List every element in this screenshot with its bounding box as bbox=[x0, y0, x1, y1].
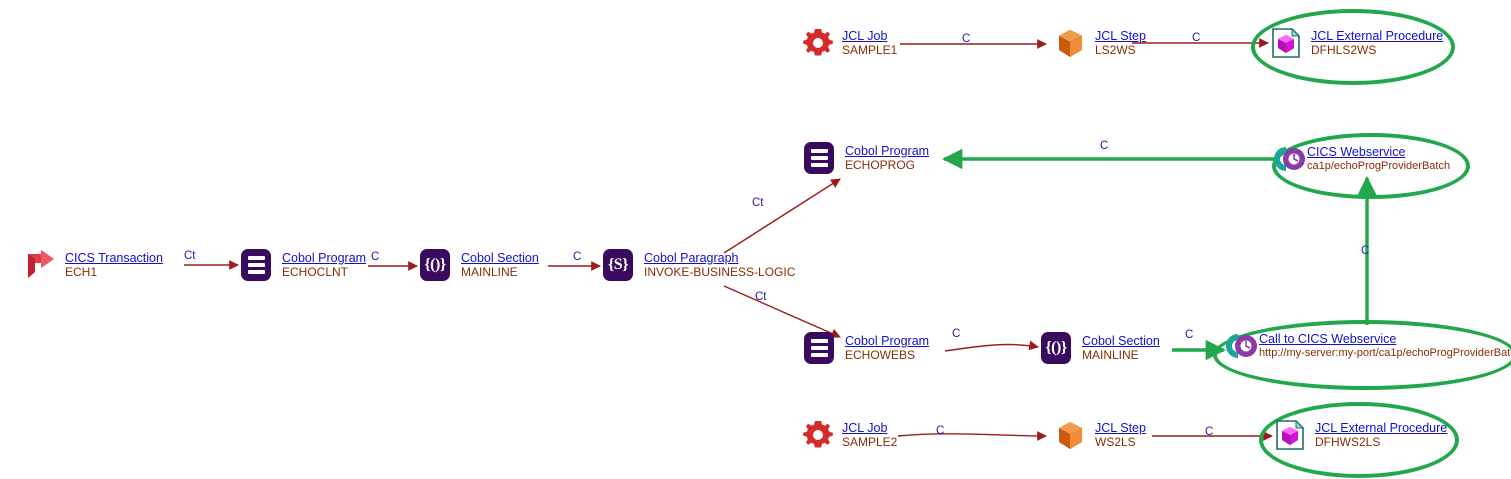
edge-label-webs-sec: C bbox=[952, 328, 961, 340]
edge-label-call-ws: C bbox=[1361, 245, 1370, 257]
node-labels: Cobol Program ECHOPROG bbox=[845, 144, 929, 172]
node-subtitle: ECHOPROG bbox=[845, 157, 916, 172]
node-title[interactable]: CICS Webservice bbox=[1307, 145, 1406, 160]
highlight-ellipse-cicsws bbox=[1272, 133, 1470, 199]
edge-label-sec-para: C bbox=[573, 251, 582, 263]
node-jcl-step-ls2ws[interactable]: JCL Step LS2WS bbox=[1054, 26, 1146, 60]
node-jcl-external-procedure-dfhws2ls[interactable]: JCL External Procedure DFHWS2LS bbox=[1274, 418, 1447, 452]
node-title[interactable]: JCL Step bbox=[1095, 420, 1146, 435]
node-title[interactable]: JCL Step bbox=[1095, 28, 1146, 43]
node-labels: JCL Job SAMPLE2 bbox=[842, 421, 897, 449]
cics-transaction-icon bbox=[24, 248, 58, 282]
jcl-external-procedure-icon bbox=[1274, 418, 1308, 452]
node-labels: Cobol Program ECHOWEBS bbox=[845, 334, 929, 362]
node-cobol-program-echowebs[interactable]: Cobol Program ECHOWEBS bbox=[804, 331, 929, 365]
node-subtitle: ECH1 bbox=[65, 264, 98, 279]
edge-jcljob2-to-jclstep2 bbox=[897, 431, 1047, 441]
node-labels: CICS Transaction ECH1 bbox=[65, 251, 163, 279]
node-title[interactable]: Cobol Paragraph bbox=[644, 250, 739, 265]
node-labels: JCL External Procedure DFHWS2LS bbox=[1315, 421, 1447, 449]
node-title[interactable]: Cobol Section bbox=[1082, 333, 1160, 348]
edge-label-step1-proc1: C bbox=[1192, 32, 1201, 44]
node-title[interactable]: Cobol Program bbox=[845, 143, 930, 158]
node-labels: Call to CICS Webservice http://my-server… bbox=[1259, 332, 1511, 359]
node-title[interactable]: JCL Job bbox=[842, 420, 888, 435]
node-title[interactable]: CICS Transaction bbox=[65, 250, 163, 265]
node-jcl-step-ws2ls[interactable]: JCL Step WS2LS bbox=[1054, 418, 1146, 452]
node-title[interactable]: Cobol Section bbox=[461, 250, 539, 265]
node-cobol-section-mainline-2[interactable]: {()} Cobol Section MAINLINE bbox=[1041, 331, 1160, 365]
edge-label-sec-call: C bbox=[1185, 329, 1194, 341]
node-jcl-external-procedure-dfhls2ws[interactable]: JCL External Procedure DFHLS2WS bbox=[1270, 26, 1443, 60]
edge-label-prog-sec: C bbox=[371, 251, 380, 263]
highlight-ellipse-extproc1 bbox=[1251, 9, 1455, 85]
edge-echowebs-to-section bbox=[944, 340, 1039, 352]
cobol-section-glyph-2: {()} bbox=[1041, 332, 1071, 364]
cobol-section-icon: {()} bbox=[420, 248, 454, 282]
edge-paragraph-to-echowebs bbox=[723, 285, 841, 338]
node-labels: JCL Job SAMPLE1 bbox=[842, 29, 897, 57]
edge-paragraph-to-echoprog bbox=[723, 178, 841, 254]
highlight-ellipse-callws bbox=[1213, 320, 1511, 390]
jcl-job-icon bbox=[801, 26, 835, 60]
cobol-section-icon: {()} bbox=[1041, 331, 1075, 365]
node-subtitle: LS2WS bbox=[1095, 42, 1136, 57]
node-cobol-section-mainline[interactable]: {()} Cobol Section MAINLINE bbox=[420, 248, 539, 282]
node-call-to-cics-webservice[interactable]: Call to CICS Webservice http://my-server… bbox=[1224, 331, 1511, 361]
cobol-section-glyph: {()} bbox=[420, 249, 450, 281]
node-labels: JCL Step WS2LS bbox=[1095, 421, 1146, 449]
node-labels: JCL Step LS2WS bbox=[1095, 29, 1146, 57]
node-subtitle: INVOKE-BUSINESS-LOGIC bbox=[644, 264, 796, 279]
cobol-paragraph-glyph: {S} bbox=[603, 249, 633, 281]
node-labels: CICS Webservice ca1p/echoProgProviderBat… bbox=[1307, 145, 1450, 172]
node-title[interactable]: JCL External Procedure bbox=[1315, 420, 1448, 435]
node-title[interactable]: JCL External Procedure bbox=[1311, 28, 1444, 43]
node-subtitle: MAINLINE bbox=[461, 264, 518, 279]
node-cobol-paragraph-invoke-business-logic[interactable]: {S} Cobol Paragraph INVOKE-BUSINESS-LOGI… bbox=[603, 248, 795, 282]
edge-label-ws-echoprog: C bbox=[1100, 140, 1109, 152]
jcl-external-procedure-icon bbox=[1270, 26, 1304, 60]
node-jcl-job-sample1[interactable]: JCL Job SAMPLE1 bbox=[801, 26, 897, 60]
node-cics-transaction[interactable]: CICS Transaction ECH1 bbox=[24, 248, 163, 282]
node-subtitle: SAMPLE2 bbox=[842, 434, 898, 449]
node-labels: Cobol Section MAINLINE bbox=[461, 251, 539, 279]
edge-label-step2-proc2: C bbox=[1205, 426, 1214, 438]
node-labels: Cobol Program ECHOCLNT bbox=[282, 251, 366, 279]
edge-label-para-echowebs: Ct bbox=[755, 291, 767, 303]
cobol-paragraph-icon: {S} bbox=[603, 248, 637, 282]
node-title[interactable]: JCL Job bbox=[842, 28, 888, 43]
cobol-program-icon bbox=[241, 248, 275, 282]
node-labels: JCL External Procedure DFHLS2WS bbox=[1311, 29, 1443, 57]
node-jcl-job-sample2[interactable]: JCL Job SAMPLE2 bbox=[801, 418, 897, 452]
node-cics-webservice[interactable]: CICS Webservice ca1p/echoProgProviderBat… bbox=[1272, 144, 1450, 174]
cobol-program-icon bbox=[804, 141, 838, 175]
node-subtitle: ECHOCLNT bbox=[282, 264, 349, 279]
jcl-job-icon bbox=[801, 418, 835, 452]
node-subtitle: DFHWS2LS bbox=[1315, 434, 1381, 449]
edge-label-para-echoprog: Ct bbox=[752, 197, 764, 209]
highlight-ellipse-extproc2 bbox=[1259, 402, 1459, 478]
node-cobol-program-echoclnt[interactable]: Cobol Program ECHOCLNT bbox=[241, 248, 366, 282]
cics-webservice-icon bbox=[1272, 144, 1305, 174]
node-subtitle: ca1p/echoProgProviderBatch bbox=[1307, 160, 1451, 173]
edge-label-job1-step1: C bbox=[962, 33, 971, 45]
cobol-program-icon bbox=[804, 331, 838, 365]
node-subtitle: DFHLS2WS bbox=[1311, 42, 1377, 57]
node-subtitle: http://my-server:my-port/ca1p/echoProgPr… bbox=[1259, 347, 1511, 360]
jcl-step-icon bbox=[1054, 26, 1088, 60]
node-title[interactable]: Cobol Program bbox=[282, 250, 367, 265]
node-subtitle: MAINLINE bbox=[1082, 347, 1139, 362]
node-subtitle: ECHOWEBS bbox=[845, 347, 916, 362]
jcl-step-icon bbox=[1054, 418, 1088, 452]
edge-label-txn-prog: Ct bbox=[184, 250, 196, 262]
node-labels: Cobol Paragraph INVOKE-BUSINESS-LOGIC bbox=[644, 251, 795, 279]
node-labels: Cobol Section MAINLINE bbox=[1082, 334, 1160, 362]
node-subtitle: WS2LS bbox=[1095, 434, 1136, 449]
node-cobol-program-echoprog[interactable]: Cobol Program ECHOPROG bbox=[804, 141, 929, 175]
node-title[interactable]: Cobol Program bbox=[845, 333, 930, 348]
node-subtitle: SAMPLE1 bbox=[842, 42, 898, 57]
cics-webservice-call-icon bbox=[1224, 331, 1257, 361]
edge-label-job2-step2: C bbox=[936, 425, 945, 437]
node-title[interactable]: Call to CICS Webservice bbox=[1259, 332, 1397, 347]
